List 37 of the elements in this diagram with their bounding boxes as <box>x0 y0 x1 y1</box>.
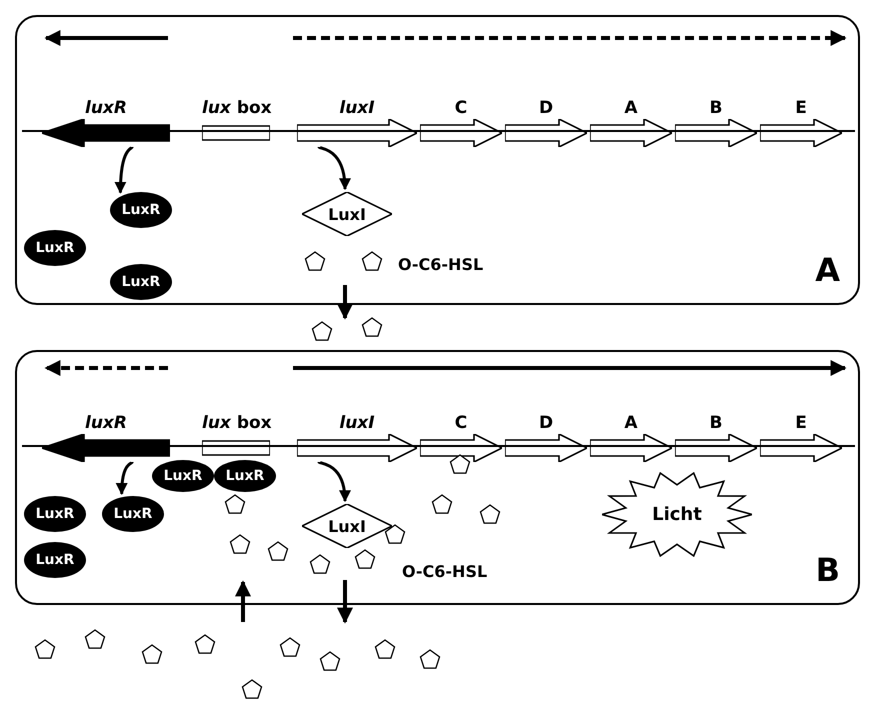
arrow <box>116 460 134 496</box>
cell-panel <box>15 350 860 605</box>
gene-label: A <box>623 412 639 434</box>
protein-diamond: LuxI <box>302 504 392 548</box>
protein-ellipse: LuxR <box>24 542 86 578</box>
gene-label: A <box>623 97 639 119</box>
gene-label: B <box>708 412 724 434</box>
cell-panel <box>15 15 860 305</box>
protein-ellipse: LuxR <box>214 460 276 492</box>
protein-ellipse: LuxR <box>110 192 172 228</box>
gene-label: C <box>454 412 468 434</box>
gene-label: lux box <box>202 97 270 119</box>
gene-label: luxR <box>84 97 128 119</box>
protein-ellipse: LuxR <box>24 230 86 266</box>
gene-label: luxI <box>338 412 376 434</box>
gene-label: B <box>708 97 724 119</box>
panel-letter: B <box>816 551 840 589</box>
protein-diamond: LuxI <box>302 192 392 236</box>
arrow <box>318 460 350 502</box>
gene-label: luxR <box>84 412 128 434</box>
protein-ellipse: LuxR <box>102 496 164 532</box>
molecule-label: O-C6-HSL <box>398 255 484 274</box>
gene-label: D <box>538 97 554 119</box>
gene-label: C <box>454 97 468 119</box>
arrow <box>114 146 134 194</box>
protein-ellipse: LuxR <box>110 264 172 300</box>
gene-label: E <box>794 97 808 119</box>
protein-ellipse: LuxR <box>152 460 214 492</box>
light-burst: Licht <box>602 472 752 557</box>
molecule-label: O-C6-HSL <box>402 562 488 581</box>
protein-ellipse: LuxR <box>24 496 86 532</box>
panel-letter: A <box>815 251 840 289</box>
gene-label: lux box <box>202 412 270 434</box>
gene-label: D <box>538 412 554 434</box>
arrow <box>318 146 350 190</box>
gene-label: E <box>794 412 808 434</box>
gene-label: luxI <box>338 97 376 119</box>
